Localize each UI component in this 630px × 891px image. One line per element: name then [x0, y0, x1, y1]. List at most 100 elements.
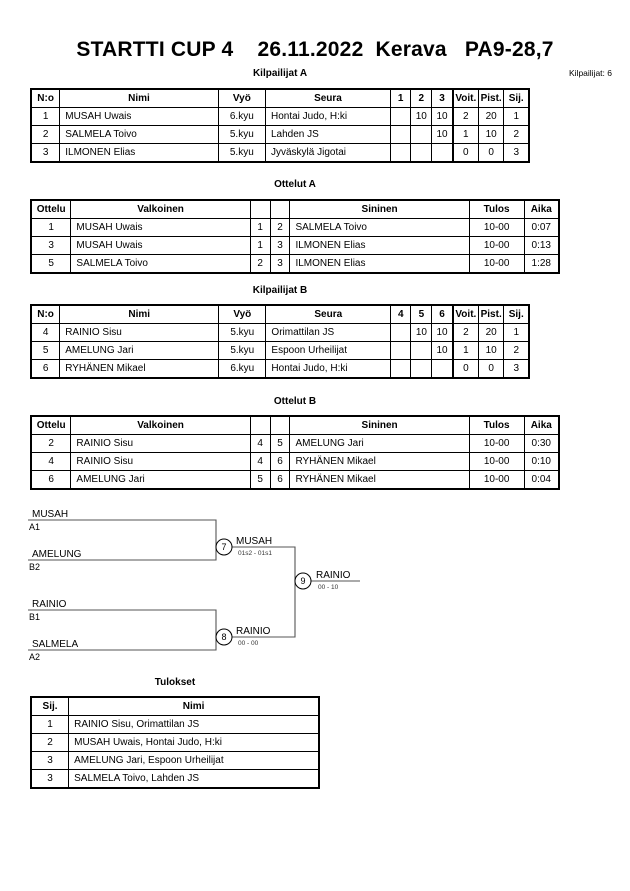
col-match-2: 2: [410, 88, 433, 108]
caption-matches-b: Ottelut B: [273, 396, 317, 407]
cell-wins: 0: [451, 359, 479, 379]
col-ottelu: Ottelu: [30, 199, 72, 219]
cell-club: Espoon Urheilijat: [265, 341, 392, 360]
cell-ottelu: 5: [30, 254, 72, 274]
bracket-line-sf8-winner: [232, 581, 296, 638]
cell-wins: 0: [451, 143, 479, 163]
cell-name: MUSAH Uwais, Hontai Judo, H:ki: [68, 733, 321, 752]
col-match-4: 4: [390, 304, 412, 324]
cell-white: MUSAH Uwais: [70, 218, 251, 237]
cell-blue-no: 5: [269, 434, 291, 453]
cell-white-no: 1: [249, 236, 271, 255]
cell-rank: 1: [503, 323, 531, 342]
cell-white-no: 4: [249, 452, 271, 471]
col-points: Pist.: [477, 88, 505, 108]
caption-pool-a: Kilpailijat A: [252, 68, 308, 79]
matches-a-table: Ottelu Valkoinen Sininen Tulos Aika 1 MU…: [30, 199, 560, 274]
col-wins: Voit.: [451, 304, 479, 324]
cell-score-6: 10: [431, 323, 454, 342]
cell-points: 10: [477, 125, 505, 144]
cell-club: Hontai Judo, H:ki: [265, 107, 391, 126]
cell-points: 20: [477, 323, 505, 342]
cell-blue-no: 2: [269, 218, 291, 237]
bracket-entry-seed: A1: [29, 522, 40, 532]
cell-score-3: 10: [431, 125, 454, 144]
bracket-winner-score: 00 - 00: [238, 640, 259, 647]
matches-b-header-row: Ottelu Valkoinen Sininen Tulos Aika: [30, 415, 560, 435]
cell-points: 20: [477, 107, 505, 126]
cell-belt: 5.kyu: [217, 143, 267, 163]
table-row: 3 AMELUNG Jari, Espoon Urheilijat: [30, 751, 321, 770]
cell-no: 6: [30, 359, 61, 379]
table-row: 3 SALMELA Toivo, Lahden JS: [30, 769, 321, 789]
bracket-match-number: 9: [300, 576, 305, 586]
cell-white: SALMELA Toivo: [70, 254, 251, 274]
cell-blue: ILMONEN Elias: [289, 236, 470, 255]
cell-rank: 3: [503, 359, 531, 379]
col-belt: Vyö: [218, 304, 267, 324]
cell-belt: 5.kyu: [218, 323, 267, 342]
pool-b-table: N:o Nimi Vyö Seura 4 5 6 Voit. Pist. Sij…: [30, 304, 531, 379]
cell-blue-no: 6: [269, 452, 291, 471]
table-row: 6 RYHÄNEN Mikael 6.kyu Hontai Judo, H:ki…: [30, 359, 531, 379]
cell-no: 1: [30, 107, 61, 126]
cell-points: 0: [477, 359, 505, 379]
col-match-5: 5: [410, 304, 433, 324]
bracket-match-node-8: [215, 628, 233, 646]
cell-white-no: 4: [249, 434, 271, 453]
cell-club: Lahden JS: [265, 125, 391, 144]
cell-name: RAINIO Sisu, Orimattilan JS: [68, 715, 321, 734]
cell-rank: 3: [30, 769, 70, 789]
bracket-match-node-7: [215, 538, 233, 556]
pool-a-table: N:o Nimi Vyö Seura 1 2 3 Voit. Pist. Sij…: [30, 88, 531, 163]
bracket-line-sf8-bottom: [28, 637, 217, 651]
cell-club: Jyväskylä Jigotai: [265, 143, 391, 163]
cell-score-1: [389, 107, 412, 126]
bracket-winner-score: 01s2 - 01s1: [238, 550, 272, 557]
table-row: 2 SALMELA Toivo 5.kyu Lahden JS 10 1 10 …: [30, 125, 531, 144]
col-rank: Sij.: [503, 88, 531, 108]
caption-results: Tulokset: [154, 677, 196, 688]
entrants-count: Kilpailijat: 6: [569, 68, 612, 78]
col-rank: Sij.: [30, 696, 70, 716]
cell-result: 10-00: [468, 434, 525, 453]
cell-result: 10-00: [468, 470, 525, 490]
col-no: N:o: [30, 304, 61, 324]
page-title: STARTTI CUP 4 26.11.2022 Kerava PA9-28,7: [76, 38, 554, 61]
cell-points: 10: [477, 341, 505, 360]
bracket-match-node-9: [294, 572, 312, 590]
cell-score-2: [410, 143, 433, 163]
bracket-match-number: 8: [221, 632, 226, 642]
cell-time: 0:13: [523, 236, 560, 255]
cell-name: MUSAH Uwais: [59, 107, 219, 126]
table-row: 6 AMELUNG Jari 5 6 RYHÄNEN Mikael 10-00 …: [30, 470, 560, 490]
bracket-final-winner-score: 00 - 10: [318, 584, 339, 591]
cell-ottelu: 1: [30, 218, 72, 237]
cell-time: 1:28: [523, 254, 560, 274]
cell-wins: 1: [451, 341, 479, 360]
table-row: 2 MUSAH Uwais, Hontai Judo, H:ki: [30, 733, 321, 752]
cell-belt: 6.kyu: [217, 107, 267, 126]
bracket-entry-name: AMELUNG: [32, 549, 82, 560]
table-row: 3 ILMONEN Elias 5.kyu Jyväskylä Jigotai …: [30, 143, 531, 163]
cell-blue: ILMONEN Elias: [289, 254, 470, 274]
bracket-entry-name: MUSAH: [32, 509, 68, 520]
cell-score-3: [431, 143, 454, 163]
bracket-final-winner-name: RAINIO: [316, 570, 351, 581]
cell-white: AMELUNG Jari: [70, 470, 251, 490]
col-blue: Sininen: [289, 415, 470, 435]
table-row: 4 RAINIO Sisu 5.kyu Orimattilan JS 10 10…: [30, 323, 531, 342]
col-belt: Vyö: [217, 88, 267, 108]
cell-belt: 6.kyu: [218, 359, 267, 379]
cell-name: AMELUNG Jari, Espoon Urheilijat: [68, 751, 321, 770]
table-row: 3 MUSAH Uwais 1 3 ILMONEN Elias 10-00 0:…: [30, 236, 560, 255]
cell-rank: 1: [30, 715, 70, 734]
cell-rank: 3: [503, 143, 531, 163]
bracket-entry-name: SALMELA: [32, 639, 78, 650]
table-row: 5 SALMELA Toivo 2 3 ILMONEN Elias 10-00 …: [30, 254, 560, 274]
cell-white-no: 2: [249, 254, 271, 274]
cell-white-no: 5: [249, 470, 271, 490]
cell-name: RYHÄNEN Mikael: [59, 359, 220, 379]
cell-blue: RYHÄNEN Mikael: [289, 470, 470, 490]
cell-score-3: 10: [431, 107, 454, 126]
